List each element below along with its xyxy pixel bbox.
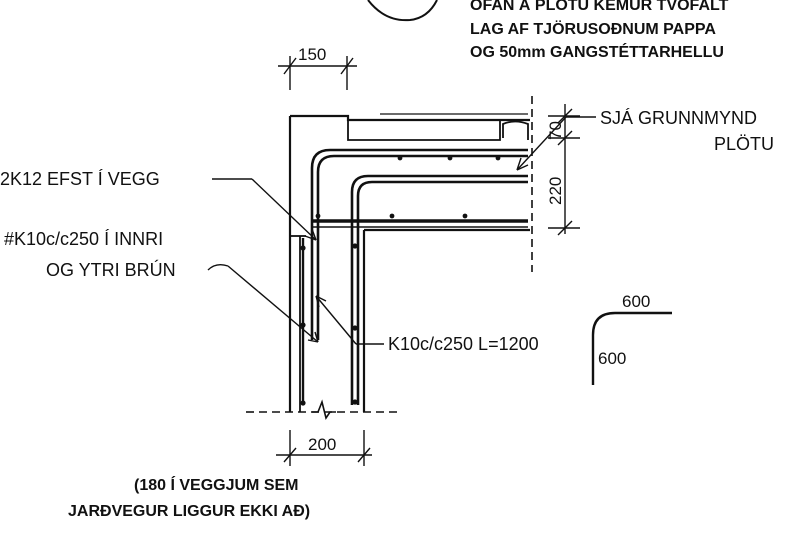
mesh-text-line2: OG YTRI BRÚN [46, 259, 176, 280]
rebar-dot [495, 155, 501, 161]
rebar-dot [447, 155, 453, 161]
rebar-dot [352, 399, 358, 405]
top-width-dimension: 150 [278, 45, 357, 90]
rebar-dot [397, 155, 403, 161]
rebar-dot [352, 243, 358, 249]
slab-top-dim-text: 70 [546, 121, 565, 140]
detail-marker-arc [367, 0, 438, 22]
rebar-dot [352, 325, 358, 331]
bent-bar-text: K10c/c250 L=1200 [388, 334, 539, 354]
reinforcement [300, 148, 528, 406]
slab-thickness-dim-text: 220 [546, 177, 565, 205]
top-note-line3: OG 50mm GANGSTÉTTARHELLU [470, 42, 724, 61]
top-width-text: 150 [298, 45, 326, 64]
rebar-dot [300, 245, 306, 251]
wall-inner-step [290, 235, 306, 412]
mesh-callout: #K10c/c250 Í INNRI OG YTRI BRÚN [4, 229, 319, 343]
rebar-dot [300, 400, 306, 406]
wall-width-text: 200 [308, 435, 336, 454]
rebar-dot [389, 213, 395, 219]
concrete-outline [246, 96, 533, 420]
top-bars-text: 2K12 EFST Í VEGG [0, 169, 160, 189]
bent-bar-callout: K10c/c250 L=1200 [315, 295, 539, 354]
top-note-line2: LAG AF TJÖRUSOÐNUM PAPPA [470, 19, 716, 38]
slab-dimensions: 70 220 [546, 104, 580, 236]
see-plan-callout: SJÁ GRUNNMYND PLÖTU [516, 108, 774, 171]
wall-width-dimension: 200 [276, 430, 372, 466]
rebar-dot [300, 322, 306, 328]
mesh-text-line1: #K10c/c250 Í INNRI [4, 229, 163, 249]
bar-shape-horizontal-text: 600 [622, 292, 650, 311]
bar-shape-vertical-text: 600 [598, 349, 626, 368]
rebar-dot [315, 213, 321, 219]
rebar-dot [462, 213, 468, 219]
bottom-note-line2: JARÐVEGUR LIGGUR EKKI AÐ) [68, 503, 310, 520]
bottom-note-line1: (180 Í VEGGJUM SEM [134, 475, 299, 494]
see-plan-text-line2: PLÖTU [714, 134, 774, 154]
bar-shape-diagram: 600 600 [591, 292, 672, 385]
top-note-line1: OFAN Á PLÖTU KEMUR TVÖFALT [470, 0, 729, 14]
top-bars-callout: 2K12 EFST Í VEGG [0, 169, 317, 241]
see-plan-text-line1: SJÁ GRUNNMYND [600, 108, 757, 128]
